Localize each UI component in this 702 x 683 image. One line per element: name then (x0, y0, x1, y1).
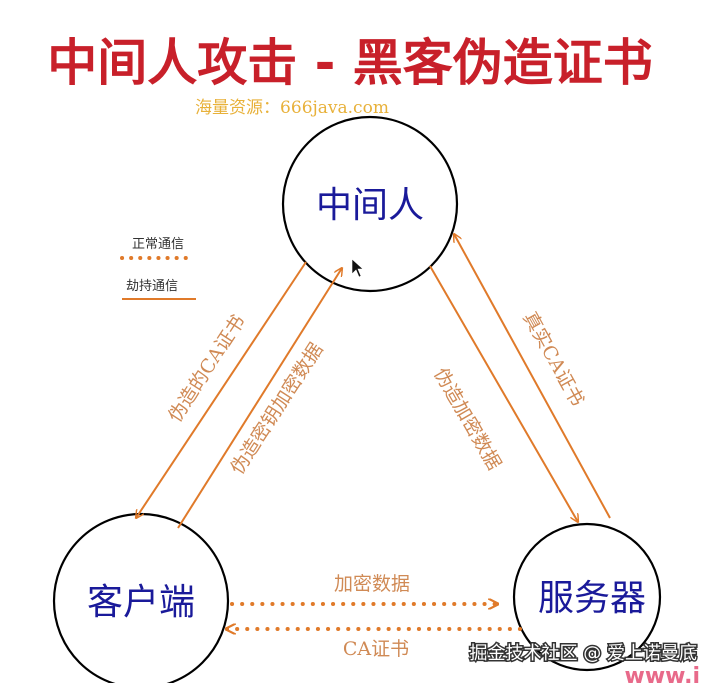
server-label: 服务器 (538, 578, 646, 619)
arrow-fake-ca (136, 261, 307, 518)
legend-hijack-label: 劫持通信 (126, 279, 178, 294)
page-title: 中间人攻击 - 黑客伪造证书 (47, 34, 653, 92)
node-middleman: 中间人 (281, 115, 459, 293)
middleman-label: 中间人 (316, 185, 424, 226)
legend-normal-label: 正常通信 (132, 237, 184, 252)
watermark-text: 海量资源：666java.com (195, 98, 389, 118)
node-client: 客户端 (52, 512, 230, 683)
mouse-cursor-icon (351, 258, 364, 278)
node-server: 服务器 (512, 522, 662, 672)
arrow-fake-encrypted-data (429, 265, 578, 522)
label-encrypted-data: 加密数据 (334, 573, 410, 595)
corner-watermark: www.i (625, 664, 700, 683)
arrow-fake-key-data (177, 268, 342, 529)
label-ca-cert: CA证书 (343, 638, 409, 660)
credit-text: 掘金技术社区 @ 爱上诺曼底 (470, 643, 697, 664)
label-fake-encrypted-data: 伪造加密数据 (429, 364, 505, 474)
client-label: 客户端 (87, 582, 195, 623)
arrow-real-ca (454, 234, 611, 519)
label-fake-ca: 伪造的CA证书 (164, 311, 250, 426)
label-real-ca: 真实CA证书 (518, 308, 588, 410)
